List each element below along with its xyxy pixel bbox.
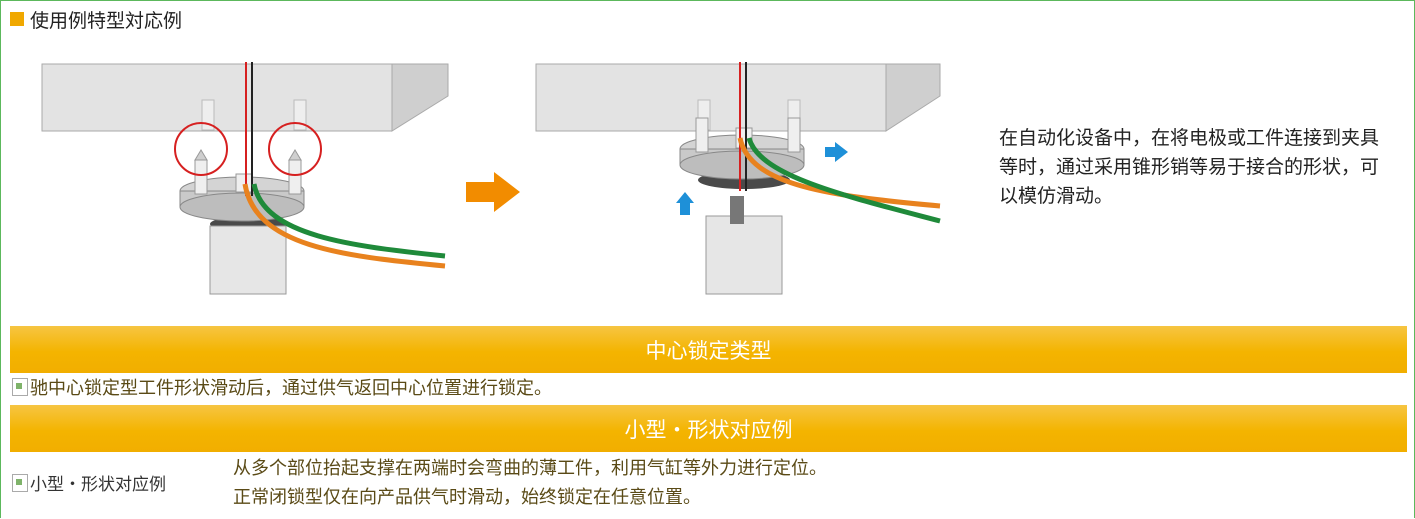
banner-label: 中心锁定类型 <box>645 338 772 363</box>
illustration-after <box>535 62 941 295</box>
note-line: 从多个部位抬起支撑在两端时会弯曲的薄工件，利用气缸等外力进行定位。 <box>233 458 827 479</box>
broken-image-icon <box>12 474 28 492</box>
image-alt-text: 小型・形状对应例 <box>30 475 166 495</box>
compact-notes: 从多个部位抬起支撑在两端时会弯曲的薄工件，利用气缸等外力进行定位。 正常闭锁型仅… <box>233 454 827 512</box>
broken-image-icon <box>12 378 28 396</box>
description-text: 在自动化设备中，在将电极或工件连接到夹具等时，通过采用锥形销等易于接合的形状，可… <box>999 127 1380 207</box>
section-header: 使用例特型対応例 <box>10 6 182 32</box>
banner-center-lock: 中心锁定类型 <box>10 326 1407 373</box>
section-title: 使用例特型対応例 <box>30 9 183 32</box>
banner-label: 小型・形状对应例 <box>624 417 793 442</box>
arrow-right-icon <box>466 172 520 212</box>
center-lock-note: 驰中心锁定型工件形状滑动后，通过供气返回中心位置进行锁定。 <box>12 374 552 400</box>
square-bullet-icon <box>10 12 24 26</box>
note-line: 正常闭锁型仅在向产品供气时滑动，始终锁定在任意位置。 <box>233 487 701 508</box>
example-image-placeholder: 小型・形状对应例 <box>12 470 166 495</box>
center-lock-text: 驰中心锁定型工件形状滑动后，通过供气返回中心位置进行锁定。 <box>30 378 552 399</box>
illustration-before <box>41 62 449 295</box>
banner-compact-shape: 小型・形状对应例 <box>10 405 1407 452</box>
